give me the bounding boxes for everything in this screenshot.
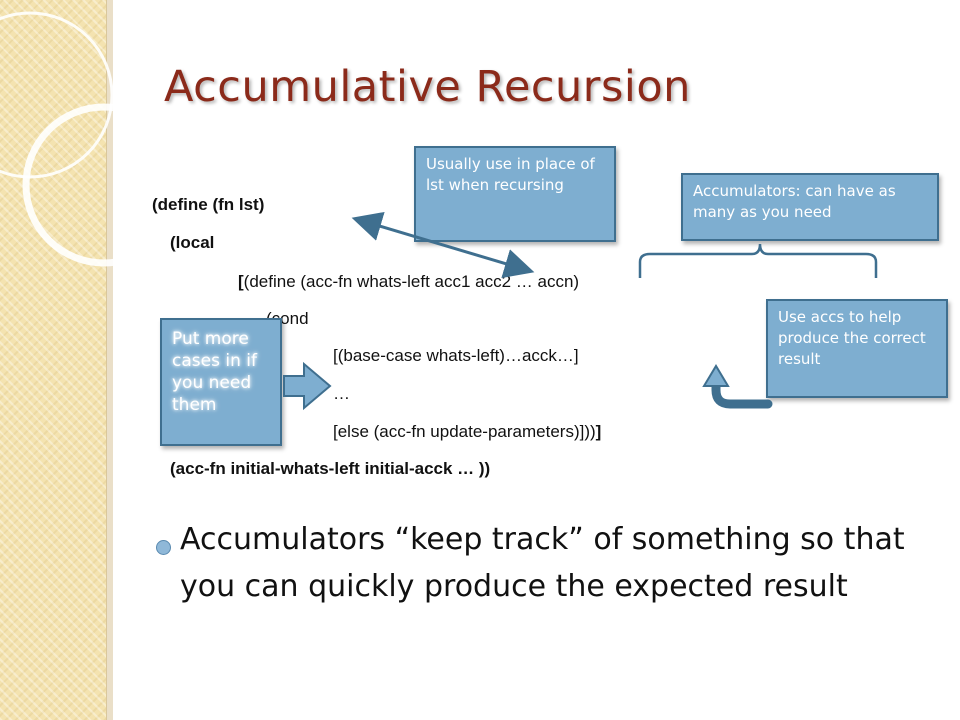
- bullet-dot: [156, 540, 171, 555]
- callout-accumulators: Accumulators: can have as many as you ne…: [681, 173, 939, 241]
- decorative-sidebar: [0, 0, 106, 720]
- code-line-define-acc: [(define (acc-fn whats-left acc1 acc2 … …: [238, 272, 579, 292]
- open-bracket: [: [238, 272, 244, 291]
- code-line-define: (define (fn lst): [152, 195, 265, 214]
- callout-put-more-text: Put more cases in if you need them: [172, 329, 257, 415]
- code-define-acc-text: (define (acc-fn whats-left acc1 acc2 … a…: [243, 272, 580, 291]
- code-else-text: [else (acc-fn update-parameters)])): [333, 422, 596, 441]
- code-line-base-case: [(base-case whats-left)…acck…]: [333, 346, 579, 365]
- close-bracket: ]: [595, 422, 602, 441]
- bullet-text: Accumulators “keep track” of something s…: [180, 522, 905, 604]
- curved-arrow-use-accs: [711, 379, 773, 409]
- callout-put-more-cases: Put more cases in if you need them: [160, 318, 282, 446]
- slide-title: Accumulative Recursion: [164, 62, 691, 112]
- brace-accumulators: [638, 243, 878, 278]
- code-line-ellipsis: …: [333, 384, 350, 403]
- callout-use-accs: Use accs to help produce the correct res…: [766, 299, 948, 398]
- sidebar-edge: [106, 0, 113, 720]
- code-line-acc-fn-call: (acc-fn initial-whats-left initial-acck …: [170, 459, 491, 478]
- block-arrow-right: [283, 361, 332, 411]
- curved-arrow-head: [702, 364, 730, 387]
- callout-usually-use: Usually use in place of lst when recursi…: [414, 146, 616, 242]
- code-line-local: (local: [170, 233, 215, 252]
- code-line-else: [else (acc-fn update-parameters)]))]: [333, 422, 601, 442]
